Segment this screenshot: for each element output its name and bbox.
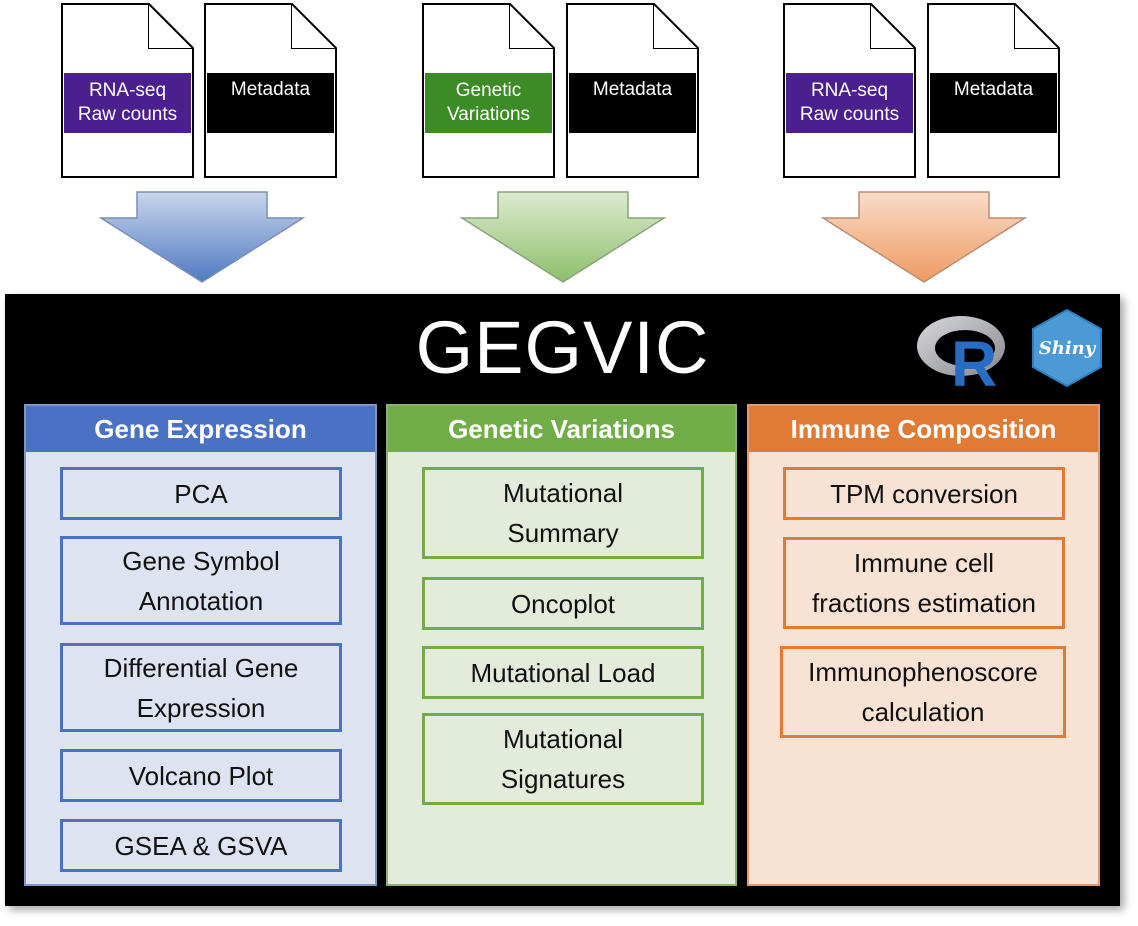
document-rnaseq-1: RNA-seq Raw counts [61,3,194,178]
column-gene-expression: Gene Expression PCA Gene Symbol Annotati… [24,404,377,886]
page-fold-icon [291,3,337,49]
gegvic-panel: GEGVIC R Shiny Gene Expression PCA Gene … [5,294,1120,906]
page-fold-icon [870,3,916,49]
item-immune-cell-fractions: Immune cell fractions estimation [783,537,1065,629]
item-immunophenoscore: Immunophenoscore calculation [780,646,1066,738]
item-volcano-plot: Volcano Plot [60,749,342,802]
metadata-label: Metadata [569,73,696,133]
down-arrow-blue-icon [98,191,306,283]
item-mutational-signatures: Mutational Signatures [422,713,704,805]
metadata-label: Metadata [930,73,1057,133]
document-metadata-2: Metadata [566,3,699,178]
item-gsea-gsva: GSEA & GSVA [60,819,342,872]
down-arrow-green-icon [459,191,667,283]
down-arrow-orange-icon [820,191,1028,283]
page-fold-icon [1014,3,1060,49]
shiny-logo-icon: Shiny [1032,308,1102,388]
item-gene-symbol-annotation: Gene Symbol Annotation [60,536,342,625]
r-letter: R [951,328,997,390]
page-fold-icon [653,3,699,49]
document-metadata-1: Metadata [204,3,337,178]
r-logo-icon: R [917,316,1005,390]
item-pca: PCA [60,467,342,520]
document-rnaseq-2: RNA-seq Raw counts [783,3,916,178]
item-differential-gene-expression: Differential Gene Expression [60,643,342,732]
column-header: Immune Composition [749,406,1098,452]
item-oncoplot: Oncoplot [422,577,704,630]
page-fold-icon [509,3,555,49]
column-genetic-variations: Genetic Variations Mutational Summary On… [386,404,737,886]
page-fold-icon [148,3,194,49]
data-label: RNA-seq Raw counts [786,73,913,133]
column-header: Genetic Variations [388,406,735,452]
document-metadata-3: Metadata [927,3,1060,178]
item-mutational-summary: Mutational Summary [422,467,704,559]
shiny-text: Shiny [1039,338,1097,359]
app-title: GEGVIC [415,306,710,389]
document-genetic-variations: Genetic Variations [422,3,555,178]
data-label: RNA-seq Raw counts [64,73,191,133]
data-label: Genetic Variations [425,73,552,133]
metadata-label: Metadata [207,73,334,133]
column-immune-composition: Immune Composition TPM conversion Immune… [747,404,1100,886]
column-header: Gene Expression [26,406,375,452]
item-mutational-load: Mutational Load [422,646,704,699]
item-tpm-conversion: TPM conversion [783,467,1065,520]
